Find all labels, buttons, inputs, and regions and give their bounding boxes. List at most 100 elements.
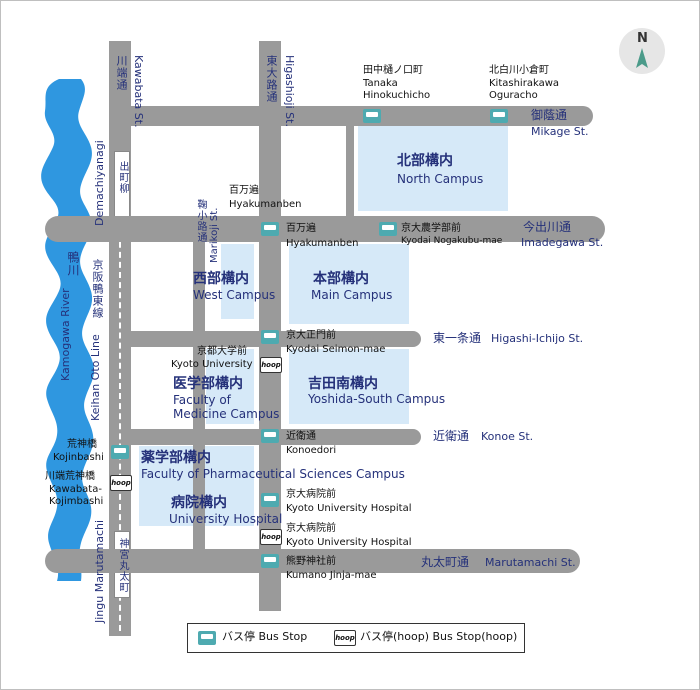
stop-hospital2-en: Kyoto University Hospital: [286, 537, 412, 548]
marikoji-en-label: Marikoji St.: [209, 207, 220, 263]
compass: N: [619, 28, 665, 74]
west-campus-jp: 西部構内: [193, 271, 249, 287]
bus-stop-icon[interactable]: [261, 493, 279, 507]
west-campus-en: West Campus: [193, 288, 276, 302]
stop-hyakumanben-s-jp: 百万遍: [286, 223, 316, 234]
west-campus-area: [221, 244, 254, 319]
hoop-bus-stop-icon[interactable]: hoop: [110, 475, 132, 491]
yoshida-south-campus-area: [289, 349, 409, 424]
stop-kyoto-univ-en: Kyoto University: [171, 359, 253, 370]
stop-nogakubu-jp: 京大農学部前: [401, 223, 461, 234]
bus-stop-icon[interactable]: [261, 554, 279, 568]
stop-hospital2-jp: 京大病院前: [286, 523, 336, 534]
stop-kitashirakawa-en1: Kitashirakawa: [489, 78, 559, 89]
imadegawa-road: [45, 216, 605, 242]
stop-tanaka-en1: Tanaka: [363, 78, 398, 89]
stop-konoedori-en: Konoedori: [286, 445, 337, 456]
north-campus-area: [358, 126, 508, 211]
main-campus-area: [289, 244, 409, 324]
higashi-ichijo-jp-label: 東一条通: [433, 331, 482, 345]
bus-stop-icon[interactable]: [379, 222, 397, 236]
demachiyanagi-jp-label: 出町柳: [117, 161, 128, 194]
mikage-road: [109, 106, 593, 126]
stop-kojinbashi-jp: 荒神橋: [67, 439, 97, 450]
higashioji-jp-label: 東大路通: [265, 55, 278, 103]
north-campus-jp: 北部構内: [397, 153, 453, 169]
demachiyanagi-en-label: Demachiyanagi: [93, 140, 106, 226]
bus-stop-icon[interactable]: [261, 222, 279, 236]
bus-stop-icon[interactable]: [261, 330, 279, 344]
legend-bus-stop-label: バス停 Bus Stop: [222, 630, 308, 643]
kamogawa-en-label: Kamogawa River: [59, 288, 72, 381]
legend-hoop-icon: hoop: [334, 630, 356, 646]
yoshida-south-jp: 吉田南構内: [308, 376, 378, 392]
bus-stop-icon[interactable]: [111, 445, 129, 459]
stop-tanaka-jp: 田中樋ノ口町: [363, 65, 423, 76]
jingu-en-label: Jingu Marutamachi: [93, 519, 106, 623]
bus-stop-icon[interactable]: [363, 109, 381, 123]
bus-stop-icon[interactable]: [261, 429, 279, 443]
kawabata-en-label: Kawabata St.: [132, 55, 145, 128]
stop-hospital1-en: Kyoto University Hospital: [286, 503, 412, 514]
hospital-campus-jp: 病院構内: [171, 495, 227, 511]
stop-seimon-en: Kyodai Seimon-mae: [286, 344, 386, 355]
marutamachi-road: [45, 549, 580, 573]
stop-kyoto-univ-jp: 京都大学前: [197, 346, 247, 357]
medicine-campus-en2: Medicine Campus: [173, 407, 280, 421]
main-campus-en: Main Campus: [311, 288, 393, 302]
pharma-campus-jp: 薬学部構内: [141, 450, 211, 466]
stop-kawabata-kojinbashi-jp: 川端荒神橋: [45, 471, 95, 482]
medicine-campus-area: [206, 349, 254, 424]
imadegawa-en-label: Imadegawa St.: [521, 236, 604, 249]
stop-kawabata-kojinbashi-en2: Kojimbashi: [49, 496, 104, 507]
keihan-line: [119, 151, 121, 631]
marikoji-road: [193, 229, 205, 551]
hospital-campus-en: University Hospital: [169, 512, 283, 526]
kawabata-jp-label: 川端通: [115, 55, 128, 91]
mikage-en-label: Mikage St.: [531, 125, 589, 138]
hoop-bus-stop-icon[interactable]: hoop: [260, 529, 282, 545]
stop-hyakumanben-n-en: Hyakumanben: [229, 199, 302, 210]
higashioji-road: [259, 41, 281, 611]
jingu-jp-label: 神宮丸太町: [117, 538, 128, 593]
imadegawa-jp-label: 今出川通: [523, 220, 572, 234]
medicine-campus-en1: Faculty of: [173, 393, 231, 407]
stop-kitashirakawa-jp: 北白川小倉町: [489, 65, 549, 76]
keihan-jp-label: 京阪鴨東線: [91, 259, 104, 319]
north-arrow-icon: [636, 48, 648, 68]
map-legend: バス停 Bus Stop hoop バス停(hoop) Bus Stop(hoo…: [187, 623, 525, 653]
stop-hyakumanben-n-jp: 百万遍: [229, 185, 259, 196]
main-campus-jp: 本部構内: [313, 271, 369, 287]
north-connector-road: [346, 111, 354, 223]
kamogawa-jp-label: 鴨川: [66, 251, 80, 277]
stop-kojinbashi-en: Kojinbashi: [53, 452, 104, 463]
legend-bus-stop-icon: [198, 631, 216, 645]
stop-kawabata-kojinbashi-en1: Kawabata-: [49, 484, 102, 495]
north-campus-en: North Campus: [397, 172, 484, 186]
mikage-jp-label: 御蔭通: [531, 108, 568, 122]
higashi-ichijo-en-label: Higashi-Ichijo St.: [491, 332, 584, 345]
stop-tanaka-en2: Hinokuchicho: [363, 90, 431, 101]
stop-konoedori-jp: 近衛通: [286, 431, 316, 442]
marutamachi-jp-label: 丸太町通: [421, 555, 470, 569]
marikoji-jp-label: 鞠小路通: [195, 199, 206, 243]
hoop-bus-stop-icon[interactable]: hoop: [260, 357, 282, 373]
bus-stop-icon[interactable]: [490, 109, 508, 123]
marutamachi-en-label: Marutamachi St.: [485, 556, 576, 569]
stop-nogakubu-en: Kyodai Nogakubu-mae: [401, 236, 503, 246]
stop-hyakumanben-s-en: Hyakumanben: [286, 238, 359, 249]
stop-kitashirakawa-en2: Ogurachо: [489, 90, 538, 101]
pharma-campus-en: Faculty of Pharmaceutical Sciences Campu…: [141, 467, 405, 481]
higashioji-en-label: Higashioji St.: [283, 55, 296, 127]
yoshida-south-en: Yoshida-South Campus: [308, 392, 446, 406]
stop-kumano-jp: 熊野神社前: [286, 556, 336, 567]
konoe-jp-label: 近衛通: [433, 429, 470, 443]
konoe-en-label: Konoe St.: [481, 430, 534, 443]
medicine-campus-jp: 医学部構内: [173, 376, 243, 392]
stop-seimon-jp: 京大正門前: [286, 330, 336, 341]
stop-hospital1-jp: 京大病院前: [286, 489, 336, 500]
legend-bus-stop-hoop-label: バス停(hoop) Bus Stop(hoop): [360, 630, 518, 643]
compass-north-label: N: [637, 31, 648, 46]
